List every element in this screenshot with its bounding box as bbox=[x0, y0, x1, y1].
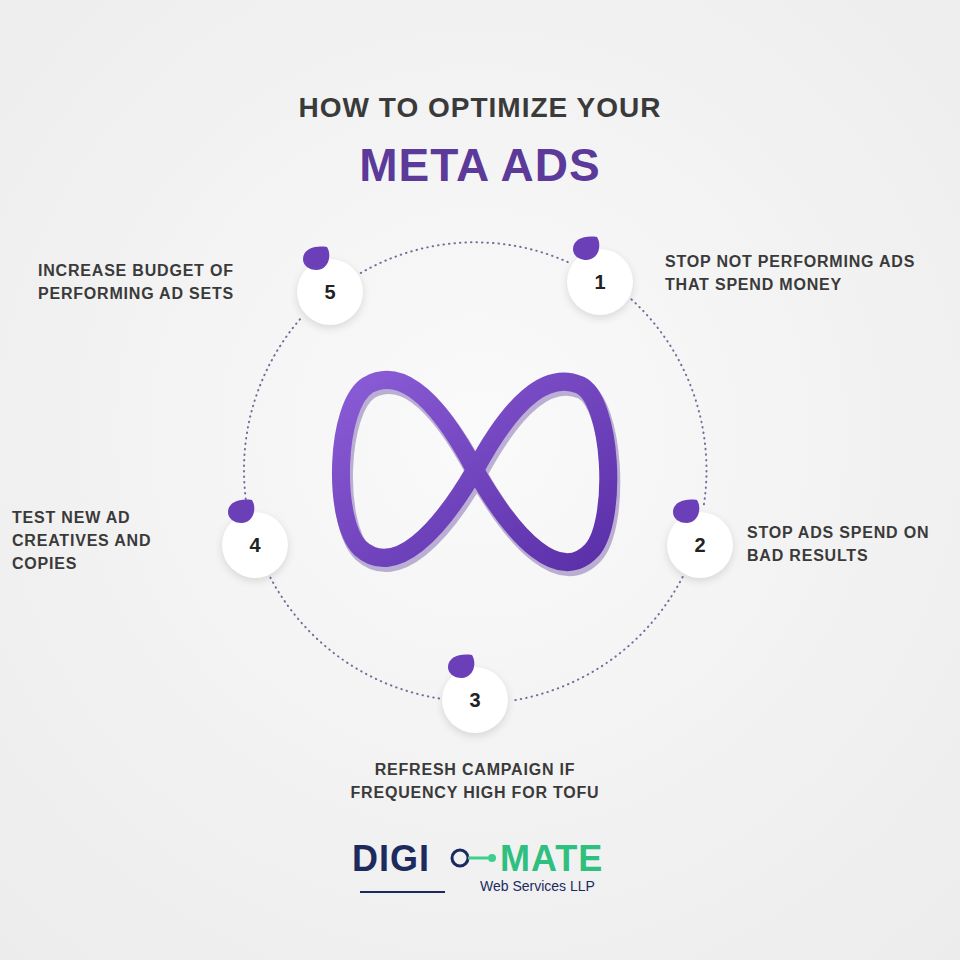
subtitle: META ADS bbox=[0, 138, 960, 192]
step-circle: 2 bbox=[667, 512, 733, 578]
step-number: 3 bbox=[442, 667, 508, 733]
dotted-connector bbox=[361, 242, 570, 273]
drop-icon bbox=[224, 496, 258, 526]
step-circle: 3 bbox=[442, 667, 508, 733]
logo-text: DIGI bbox=[352, 838, 430, 880]
step-description: INCREASE BUDGET OF PERFORMING AD SETS bbox=[38, 259, 288, 305]
step-number: 5 bbox=[297, 259, 363, 325]
dotted-connector bbox=[270, 578, 439, 699]
step-description: STOP ADS SPEND ON BAD RESULTS bbox=[747, 521, 952, 567]
step-description: STOP NOT PERFORMING ADS THAT SPEND MONEY bbox=[665, 250, 940, 296]
drop-icon bbox=[444, 651, 478, 681]
dotted-connector bbox=[632, 299, 707, 508]
drop-icon bbox=[299, 243, 333, 273]
step-circle: 1 bbox=[567, 249, 633, 315]
step-number: 2 bbox=[667, 512, 733, 578]
logo-text: MATE bbox=[500, 838, 603, 880]
step-circle: 5 bbox=[297, 259, 363, 325]
dotted-connector bbox=[511, 577, 683, 701]
step-number: 4 bbox=[222, 512, 288, 578]
logo-tagline: Web Services LLP bbox=[480, 878, 595, 894]
dotted-connector bbox=[244, 316, 303, 510]
step-number: 1 bbox=[567, 249, 633, 315]
drop-icon bbox=[569, 233, 603, 263]
step-circle: 4 bbox=[222, 512, 288, 578]
step-description: REFRESH CAMPAIGN IF FREQUENCY HIGH FOR T… bbox=[335, 758, 615, 804]
title-text: HOW TO OPTIMIZE YOUR bbox=[0, 92, 960, 124]
step-description: TEST NEW AD CREATIVES AND COPIES bbox=[12, 506, 197, 575]
drop-icon bbox=[669, 496, 703, 526]
